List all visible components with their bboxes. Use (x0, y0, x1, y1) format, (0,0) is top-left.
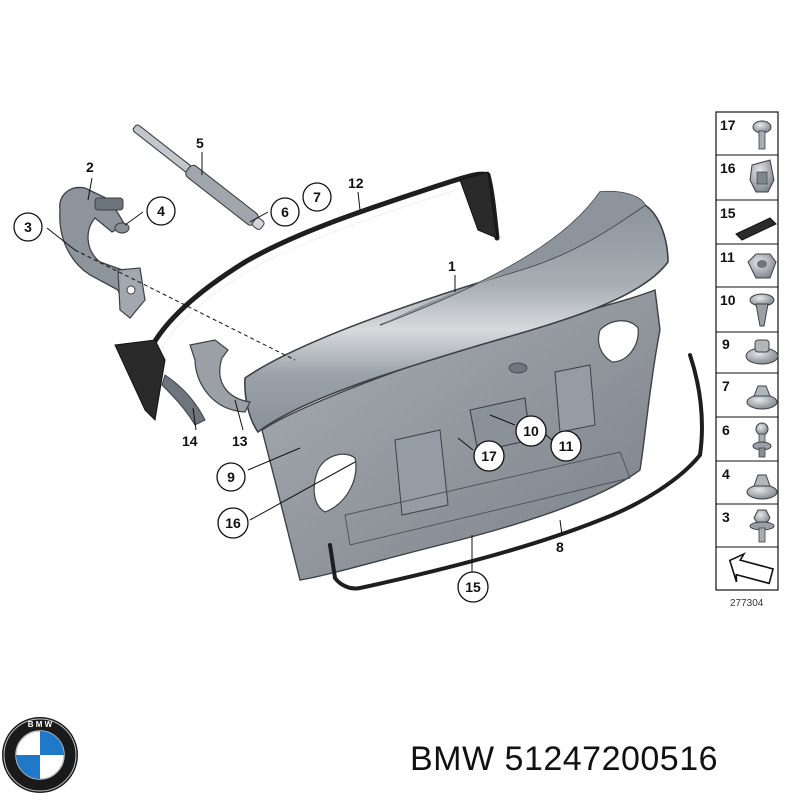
trunk-seal-upper-inner (157, 184, 483, 356)
bracket-13 (189, 339, 251, 413)
clip-icon (749, 159, 775, 193)
svg-text:11: 11 (559, 438, 574, 454)
callout-14: 14 (182, 433, 198, 449)
hex-nut-icon (747, 253, 777, 279)
svg-text:16: 16 (225, 515, 241, 531)
bmw-logo: B M W (2, 717, 78, 793)
rubber-pad-icon (735, 217, 777, 241)
hinge-nut (114, 222, 130, 234)
gas-strut (132, 124, 265, 230)
table-item-6: 6 (722, 422, 730, 438)
lid-rib-2 (554, 364, 596, 433)
part-number-caption: BMW 51247200516 (410, 740, 719, 778)
callout-9-circle: 9 (216, 462, 246, 492)
svg-text:17: 17 (481, 448, 497, 464)
leader-lines (46, 152, 563, 572)
callout-15-circle: 15 (457, 571, 489, 603)
callout-1: 1 (448, 258, 456, 274)
emblem-mount (508, 362, 528, 374)
svg-text:10: 10 (523, 423, 539, 439)
table-item-9: 9 (722, 336, 730, 352)
table-item-17: 17 (720, 117, 736, 133)
flange-nut-icon (746, 385, 778, 410)
table-item-16: 16 (720, 160, 736, 176)
svg-text:9: 9 (227, 469, 235, 485)
trunk-hinge (59, 186, 146, 319)
lid-opening-right (597, 320, 639, 363)
table-code: 277304 (730, 598, 764, 609)
table-item-10: 10 (720, 292, 736, 308)
table-item-3: 3 (722, 509, 730, 525)
trunk-lid-top-face (380, 191, 645, 325)
callout-10-circle: 10 (515, 415, 547, 447)
svg-text:15: 15 (465, 579, 481, 595)
callout-4-circle: 4 (146, 196, 176, 226)
lid-rib-3 (344, 451, 631, 546)
screw-icon (752, 120, 772, 150)
bolt-icon (749, 509, 775, 543)
lid-rib-1 (394, 429, 449, 516)
callout-6-circle: 6 (270, 197, 300, 227)
svg-text:B M W: B M W (28, 720, 53, 729)
callout-16-circle: 16 (217, 507, 249, 539)
callout-7-circle: 7 (302, 182, 332, 212)
ball-stud-icon (752, 422, 772, 458)
svg-text:7: 7 (313, 189, 321, 205)
callout-8: 8 (556, 539, 564, 555)
callout-17-circle: 17 (473, 440, 505, 472)
seal-corner-left (114, 339, 166, 422)
lid-opening-left (313, 453, 357, 513)
callout-13: 13 (232, 433, 248, 449)
table-item-7: 7 (722, 378, 730, 394)
arrow-icon (728, 552, 775, 585)
trim-14 (161, 374, 206, 426)
parts-table: 17 16 15 11 10 9 7 6 4 3 (715, 111, 779, 609)
table-item-15: 15 (720, 205, 736, 221)
svg-text:4: 4 (157, 203, 165, 219)
hinge-pivot (94, 197, 124, 211)
clip-nut-icon (745, 339, 779, 365)
callout-5: 5 (196, 135, 204, 151)
collar-nut-icon (746, 474, 778, 500)
trunk-lid-outer-skin (244, 204, 669, 434)
callout-11-circle: 11 (550, 430, 582, 462)
callouts: 1 2 5 12 14 13 8 3 4 6 7 9 16 (13, 135, 582, 603)
callout-2: 2 (86, 159, 94, 175)
table-item-4: 4 (722, 466, 730, 482)
trunk-lid (244, 190, 669, 581)
callout-12: 12 (348, 175, 364, 191)
svg-text:3: 3 (24, 219, 32, 235)
svg-text:6: 6 (281, 204, 289, 220)
expanding-clip-icon (749, 293, 775, 327)
seal-corner-right (459, 171, 498, 239)
callout-3-circle: 3 (13, 212, 43, 242)
hinge-hole (126, 285, 136, 295)
table-item-11: 11 (720, 249, 735, 265)
lid-seal-lower (328, 353, 704, 591)
